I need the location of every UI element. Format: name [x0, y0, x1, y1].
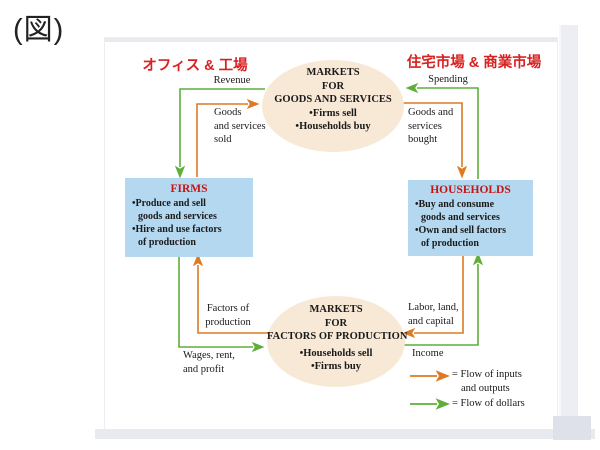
label-line: bought: [408, 134, 438, 145]
node-title-line: GOODS AND SERVICES: [274, 94, 392, 105]
label-line: and capital: [408, 315, 454, 327]
legend-inputs-label: = Flow of inputs: [452, 369, 522, 380]
slide-top-edge: [105, 38, 557, 42]
figure-caption: (図): [13, 14, 65, 46]
node-bullet: •Firms buy: [310, 361, 362, 372]
label-labor-land-capital: Labor, land, and capital: [408, 301, 459, 328]
label-wages-rent-profit: Wages, rent, and profit: [183, 349, 235, 376]
label-income: Income: [412, 348, 444, 359]
node-bullet-cont: of production: [421, 238, 479, 249]
label-factors-of-production: Factors of production: [200, 302, 256, 329]
label-line: Goods and: [408, 107, 454, 118]
node-bullet: •Firms sell: [309, 107, 357, 119]
label-spending: Spending: [428, 74, 468, 85]
node-firms: FIRMS •Produce and sell goods and servic…: [125, 178, 253, 257]
node-title: HOUSEHOLDS: [430, 184, 511, 196]
node-title: FIRMS: [170, 183, 208, 195]
node-markets-factors-production: MARKETS FOR FACTORS OF PRODUCTION •House…: [267, 296, 408, 387]
label-line: Labor, land,: [408, 302, 459, 313]
node-households: HOUSEHOLDS •Buy and consume goods and se…: [408, 180, 533, 256]
node-title-line: FOR: [324, 317, 348, 329]
node-bullet-cont: of production: [138, 237, 196, 248]
node-title-line: MARKETS: [306, 67, 360, 78]
node-bullet-cont: goods and services: [138, 211, 217, 222]
scrollbar-strip: [559, 25, 578, 429]
slide-bottom-edge: [95, 429, 595, 439]
label-line: Goods: [214, 107, 242, 118]
label-line: and services: [214, 120, 266, 132]
label-line: services: [408, 120, 442, 132]
node-title-line: FOR: [321, 80, 345, 92]
node-title-line: FACTORS OF PRODUCTION: [267, 331, 408, 342]
node-bullet: •Hire and use factors: [132, 224, 222, 235]
label-goods-sold: Goods and services sold: [214, 106, 266, 147]
label-line: sold: [214, 134, 232, 145]
label-goods-bought: Goods and services bought: [408, 106, 453, 147]
heading-housing-commercial-markets: 住宅市場 & 商業市場: [406, 55, 542, 71]
node-bullet: •Households buy: [295, 121, 371, 132]
label-line: production: [205, 316, 251, 328]
node-title-line: MARKETS: [309, 304, 363, 315]
label-revenue: Revenue: [213, 75, 251, 86]
node-bullet-cont: goods and services: [421, 212, 500, 223]
label-line: Wages, rent,: [183, 350, 235, 361]
node-markets-goods-services: MARKETS FOR GOODS AND SERVICES •Firms se…: [262, 60, 404, 152]
label-line: and profit: [183, 363, 225, 375]
node-bullet: •Households sell: [299, 347, 373, 359]
legend-dollars-label: = Flow of dollars: [452, 398, 525, 409]
scrollbar-corner: [553, 416, 591, 440]
node-bullet: •Buy and consume: [415, 199, 495, 210]
node-bullet: •Own and sell factors: [415, 225, 507, 236]
label-line: Factors of: [206, 303, 250, 314]
node-bullet: •Produce and sell: [132, 198, 206, 209]
legend-inputs-label-line2: and outputs: [461, 383, 510, 394]
heading-offices-factories: オフィス & 工場: [142, 58, 248, 74]
